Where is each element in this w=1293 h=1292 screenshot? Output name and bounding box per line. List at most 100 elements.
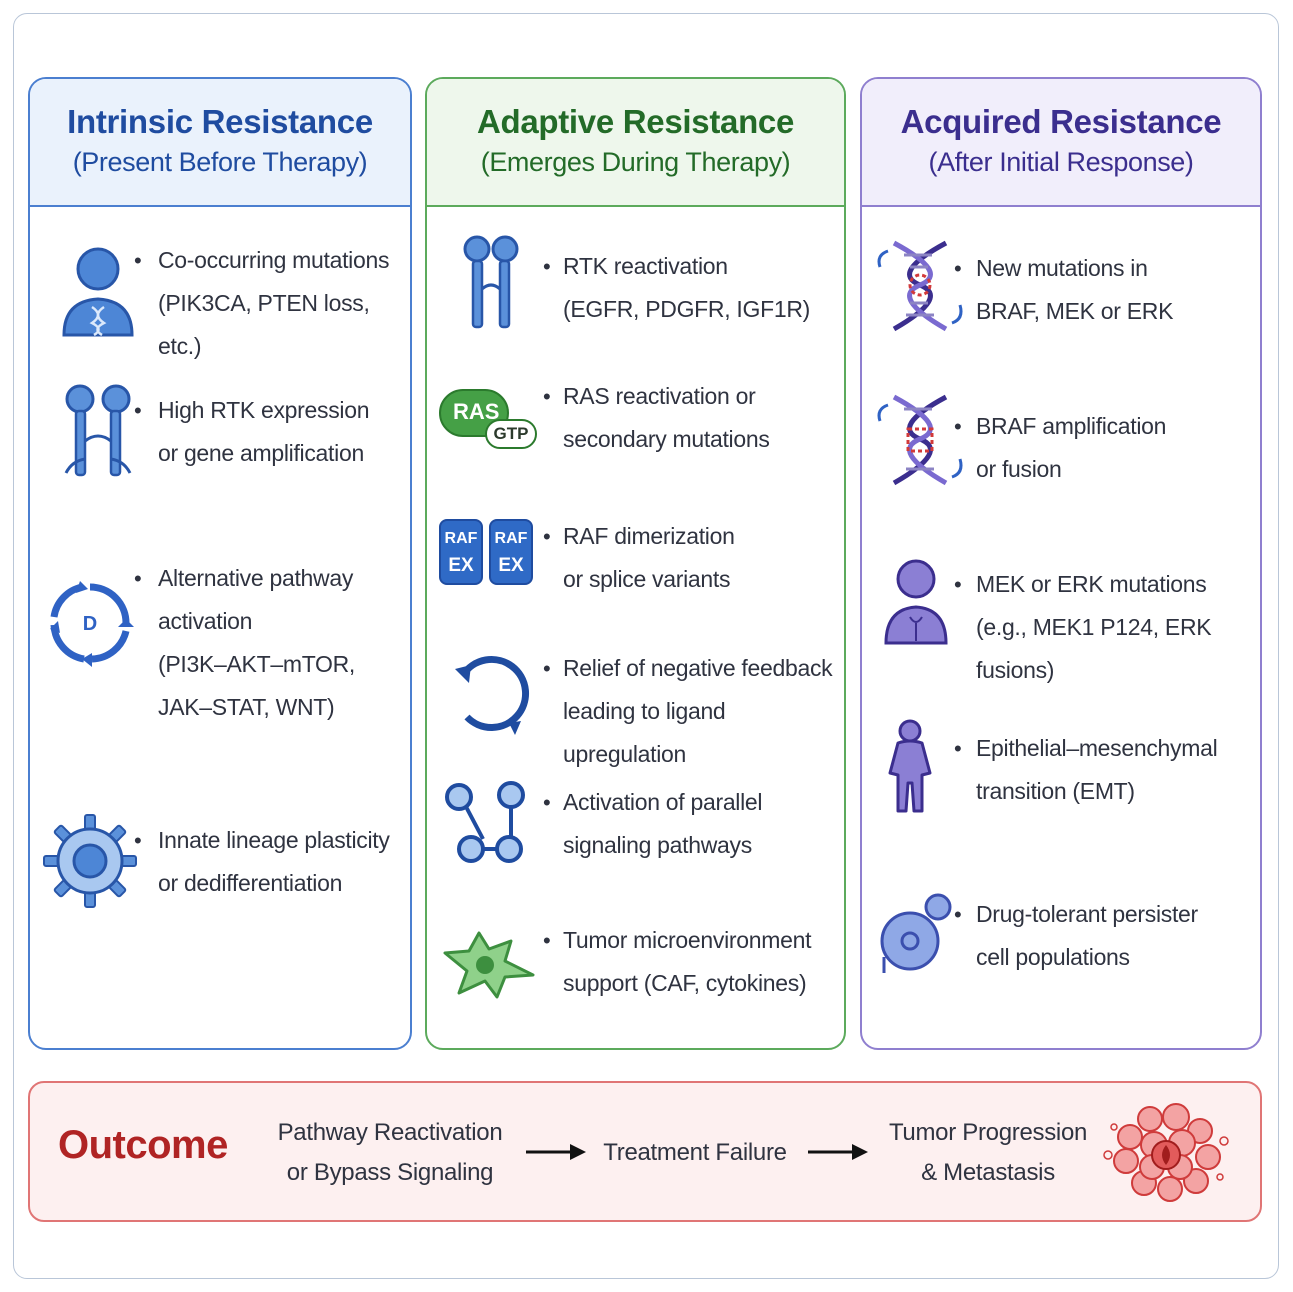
- item-text: Relief of negative feedback leading to l…: [563, 647, 844, 776]
- bullet: •: [134, 566, 142, 591]
- line: or splice variants: [563, 566, 731, 592]
- intrinsic-header: Intrinsic Resistance (Present Before The…: [30, 79, 410, 207]
- adaptive-header: Adaptive Resistance (Emerges During Ther…: [427, 79, 844, 207]
- ex-label: EX: [498, 555, 524, 576]
- bullet: •: [543, 790, 551, 815]
- line: High RTK expression: [158, 397, 370, 423]
- acquired-header: Acquired Resistance (After Initial Respo…: [862, 79, 1260, 207]
- line: RTK reactivation: [563, 253, 728, 279]
- outcome-label: Outcome: [58, 1123, 228, 1167]
- fibroblast-icon: [443, 931, 535, 999]
- acquired-title: Acquired Resistance: [900, 103, 1222, 140]
- line: RAF dimerization: [563, 523, 735, 549]
- acquired-resistance-panel: Acquired Resistance (After Initial Respo…: [860, 77, 1262, 1050]
- line: leading to ligand upregulation: [563, 698, 726, 767]
- person-icon: [884, 559, 948, 645]
- bullet: •: [543, 384, 551, 409]
- network-icon: [445, 781, 525, 863]
- cycle-icon: D: [50, 581, 134, 667]
- item-text: Alternative pathway activation (PI3K–AKT…: [158, 557, 355, 729]
- line: Pathway Reactivation: [277, 1119, 503, 1146]
- outcome-step-1: Pathway Reactivation or Bypass Signaling: [270, 1113, 510, 1193]
- line: Epithelial–mesenchymal: [976, 735, 1218, 761]
- persister-cell-icon: [880, 893, 952, 973]
- line: JAK–STAT, WNT): [158, 694, 335, 720]
- item-text: Co-occurring mutations (PIK3CA, PTEN los…: [158, 239, 410, 368]
- right-arrow-icon: [526, 1144, 586, 1160]
- item-text: Innate lineage plasticity or dedifferent…: [158, 819, 390, 905]
- ex-label: EX: [448, 555, 474, 576]
- item-text: BRAF amplification or fusion: [976, 405, 1166, 491]
- bullet: •: [134, 398, 142, 423]
- line: Activation of parallel: [563, 789, 763, 815]
- gtp-badge: GTP: [485, 419, 537, 449]
- item-text: MEK or ERK mutations (e.g., MEK1 P124, E…: [976, 563, 1260, 692]
- line: or Bypass Signaling: [286, 1159, 494, 1186]
- intrinsic-title: Intrinsic Resistance: [67, 103, 373, 140]
- item-text: Tumor microenvironment support (CAF, cyt…: [563, 919, 811, 1005]
- line: secondary mutations: [563, 426, 770, 452]
- ras-label: RAS: [453, 399, 500, 424]
- svg-text:D: D: [83, 613, 97, 635]
- line: Innate lineage plasticity: [158, 827, 390, 853]
- bullet: •: [543, 254, 551, 279]
- line: or fusion: [976, 456, 1062, 482]
- bullet: •: [134, 828, 142, 853]
- adaptive-title: Adaptive Resistance: [476, 103, 795, 140]
- line: RAS reactivation or: [563, 383, 756, 409]
- line: Co-occurring mutations: [158, 247, 390, 273]
- bullet: •: [954, 902, 962, 927]
- line: signaling pathways: [563, 832, 752, 858]
- bullet: •: [543, 928, 551, 953]
- bullet: •: [954, 572, 962, 597]
- line: BRAF amplification: [976, 413, 1167, 439]
- line: support (CAF, cytokines): [563, 970, 807, 996]
- item-text: RTK reactivation (EGFR, PDGFR, IGF1R): [563, 245, 810, 331]
- line: New mutations in: [976, 255, 1148, 281]
- raf-box-right: RAF EX: [489, 519, 533, 585]
- gear-cell-icon: [43, 814, 137, 908]
- dna-amplification-icon: [877, 394, 963, 486]
- line: Treatment Failure: [603, 1139, 787, 1166]
- bullet: •: [543, 524, 551, 549]
- acquired-subtitle: (After Initial Response): [928, 147, 1194, 177]
- item-text: RAS reactivation or secondary mutations: [563, 375, 770, 461]
- person-dna-icon: [62, 247, 134, 337]
- line: MEK or ERK mutations: [976, 571, 1207, 597]
- line: Alternative pathway: [158, 565, 354, 591]
- line: & Metastasis: [921, 1159, 1055, 1186]
- item-text: RAF dimerization or splice variants: [563, 515, 735, 601]
- dna-mutation-icon: [877, 240, 963, 332]
- item-text: Drug-tolerant persister cell populations: [976, 893, 1198, 979]
- item-text: New mutations in BRAF, MEK or ERK: [976, 247, 1173, 333]
- bullet: •: [543, 656, 551, 681]
- line: (PI3K–AKT–mTOR,: [158, 651, 356, 677]
- line: or gene amplification: [158, 440, 364, 466]
- outcome-step-3: Tumor Progression & Metastasis: [882, 1113, 1094, 1193]
- intrinsic-resistance-panel: Intrinsic Resistance (Present Before The…: [28, 77, 412, 1050]
- outcome-step-2: Treatment Failure: [602, 1133, 788, 1173]
- line: or dedifferentiation: [158, 870, 343, 896]
- bullet: •: [954, 414, 962, 439]
- item-text: Epithelial–mesenchymal transition (EMT): [976, 727, 1218, 813]
- line: (e.g., MEK1 P124, ERK fusions): [976, 614, 1212, 683]
- line: transition (EMT): [976, 778, 1135, 804]
- intrinsic-subtitle: (Present Before Therapy): [72, 147, 368, 177]
- tumor-cluster-icon: [1103, 1103, 1229, 1202]
- line: Tumor microenvironment: [563, 927, 812, 953]
- receptor-icon: [463, 235, 519, 329]
- feedback-loop-icon: [455, 655, 530, 735]
- raf-label: RAF: [494, 530, 528, 547]
- raf-label: RAF: [444, 530, 478, 547]
- line: cell populations: [976, 944, 1130, 970]
- adaptive-resistance-panel: Adaptive Resistance (Emerges During Ther…: [425, 77, 846, 1050]
- line: (PIK3CA, PTEN loss, etc.): [158, 290, 370, 359]
- item-text: High RTK expression or gene amplificatio…: [158, 389, 370, 475]
- line: Tumor Progression: [888, 1119, 1088, 1146]
- adaptive-subtitle: (Emerges During Therapy): [480, 147, 791, 177]
- receptor-icon: [64, 384, 132, 477]
- line: (EGFR, PDGFR, IGF1R): [563, 296, 811, 322]
- body-figure-icon: [888, 719, 932, 813]
- line: BRAF, MEK or ERK: [976, 298, 1174, 324]
- right-arrow-icon: [808, 1144, 868, 1160]
